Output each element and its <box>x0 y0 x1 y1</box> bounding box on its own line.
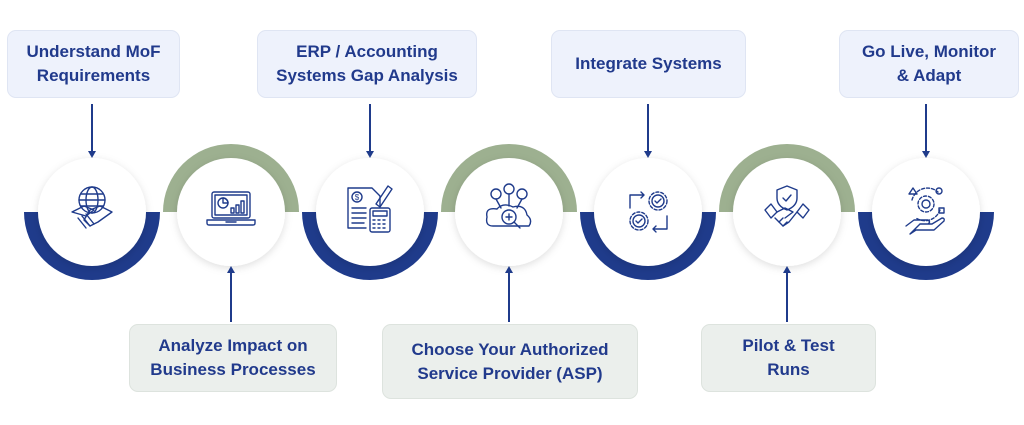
cloud-users-search-icon <box>485 183 532 229</box>
step-5-arrow <box>644 104 652 158</box>
step-2-arc <box>163 144 299 212</box>
step-5-circle <box>594 158 702 266</box>
step-4-arc <box>441 144 577 212</box>
globe-handshake-icon <box>71 186 113 229</box>
step-7-label: Go Live, Monitor & Adapt <box>861 42 997 85</box>
step-1-arc <box>24 212 160 280</box>
svg-text:$: $ <box>355 193 360 202</box>
step-4-arrow <box>505 266 513 322</box>
step-7-arrow <box>922 104 930 158</box>
step-4-label: Choose Your Authorized Service Provider … <box>411 339 609 383</box>
step-3-box: ERP / Accounting Systems Gap Analysis <box>257 30 477 98</box>
step-5-arc <box>580 212 716 280</box>
step-7-box: Go Live, Monitor & Adapt <box>839 30 1019 98</box>
step-3-arrow <box>366 104 374 158</box>
shield-handshake-icon <box>764 185 810 227</box>
gears-sync-icon <box>629 191 668 233</box>
step-1-arrow <box>88 104 96 158</box>
step-6-box: Pilot & Test Runs <box>701 324 876 392</box>
step-4-box: Choose Your Authorized Service Provider … <box>382 324 638 399</box>
hand-gear-cycle-icon <box>905 187 945 235</box>
step-1-box: Understand MoF Requirements <box>7 30 180 98</box>
step-2-label: Analyze Impact on Business Processes <box>150 336 316 379</box>
step-1-label: Understand MoF Requirements <box>26 42 161 85</box>
step-2-arrow <box>227 266 235 322</box>
step-3-arc <box>302 212 438 280</box>
step-7-arc <box>858 212 994 280</box>
step-5-box: Integrate Systems <box>551 30 746 98</box>
step-3-label: ERP / Accounting Systems Gap Analysis <box>276 42 458 85</box>
laptop-analytics-icon <box>206 191 256 226</box>
step-6-arrow <box>783 266 791 322</box>
step-4-circle <box>455 158 563 266</box>
step-6-circle <box>733 158 841 266</box>
step-6-arc <box>719 144 855 212</box>
step-5-label: Integrate Systems <box>575 54 722 73</box>
step-6-label: Pilot & Test Runs <box>742 336 835 379</box>
invoice-calculator-icon: $ <box>347 185 393 233</box>
step-2-box: Analyze Impact on Business Processes <box>129 324 337 392</box>
